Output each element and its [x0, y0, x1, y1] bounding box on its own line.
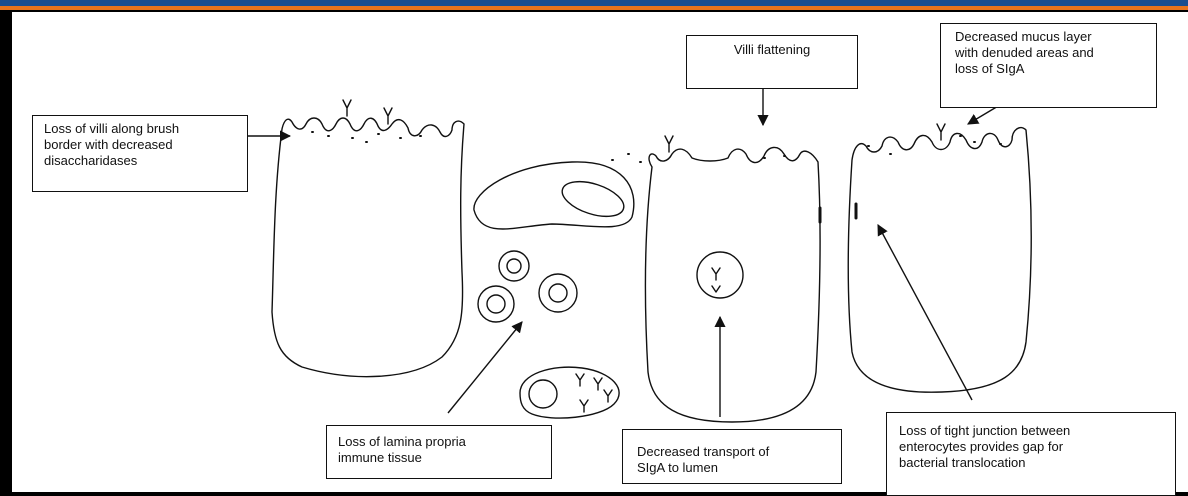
immune-cell-1-nucleus	[507, 259, 521, 273]
label-lamina-propria: Loss of lamina propria immune tissue	[326, 425, 552, 479]
label-tight-junction: Loss of tight junction between enterocyt…	[886, 412, 1176, 496]
plasma-cell	[520, 367, 619, 418]
enterocyte-2	[645, 147, 820, 422]
vesicle	[697, 252, 743, 298]
label-villi-flattening: Villi flattening	[686, 35, 858, 89]
arrow-junction	[878, 225, 972, 400]
immune-cell-1	[499, 251, 529, 281]
label-siga-transport: Decreased transport of SIgA to lumen	[622, 429, 842, 484]
siga-marks	[343, 100, 945, 412]
label-mucus-layer: Decreased mucus layer with denuded areas…	[940, 23, 1157, 108]
organelle-1	[558, 175, 628, 223]
immune-cell-3-nucleus	[487, 295, 505, 313]
immune-cell-2	[539, 274, 577, 312]
immune-cell-3	[478, 286, 514, 322]
top-banner	[0, 0, 1188, 10]
lamina-propria-large-cell	[474, 162, 634, 229]
immune-cell-2-nucleus	[549, 284, 567, 302]
label-villi-loss: Loss of villi along brush border with de…	[32, 115, 248, 192]
enterocyte-3	[848, 128, 1031, 393]
diagram-canvas: Loss of villi along brush border with de…	[12, 12, 1188, 492]
arrow-lamina	[448, 322, 522, 413]
plasma-cell-nucleus	[529, 380, 557, 408]
enterocyte-1	[272, 118, 464, 377]
